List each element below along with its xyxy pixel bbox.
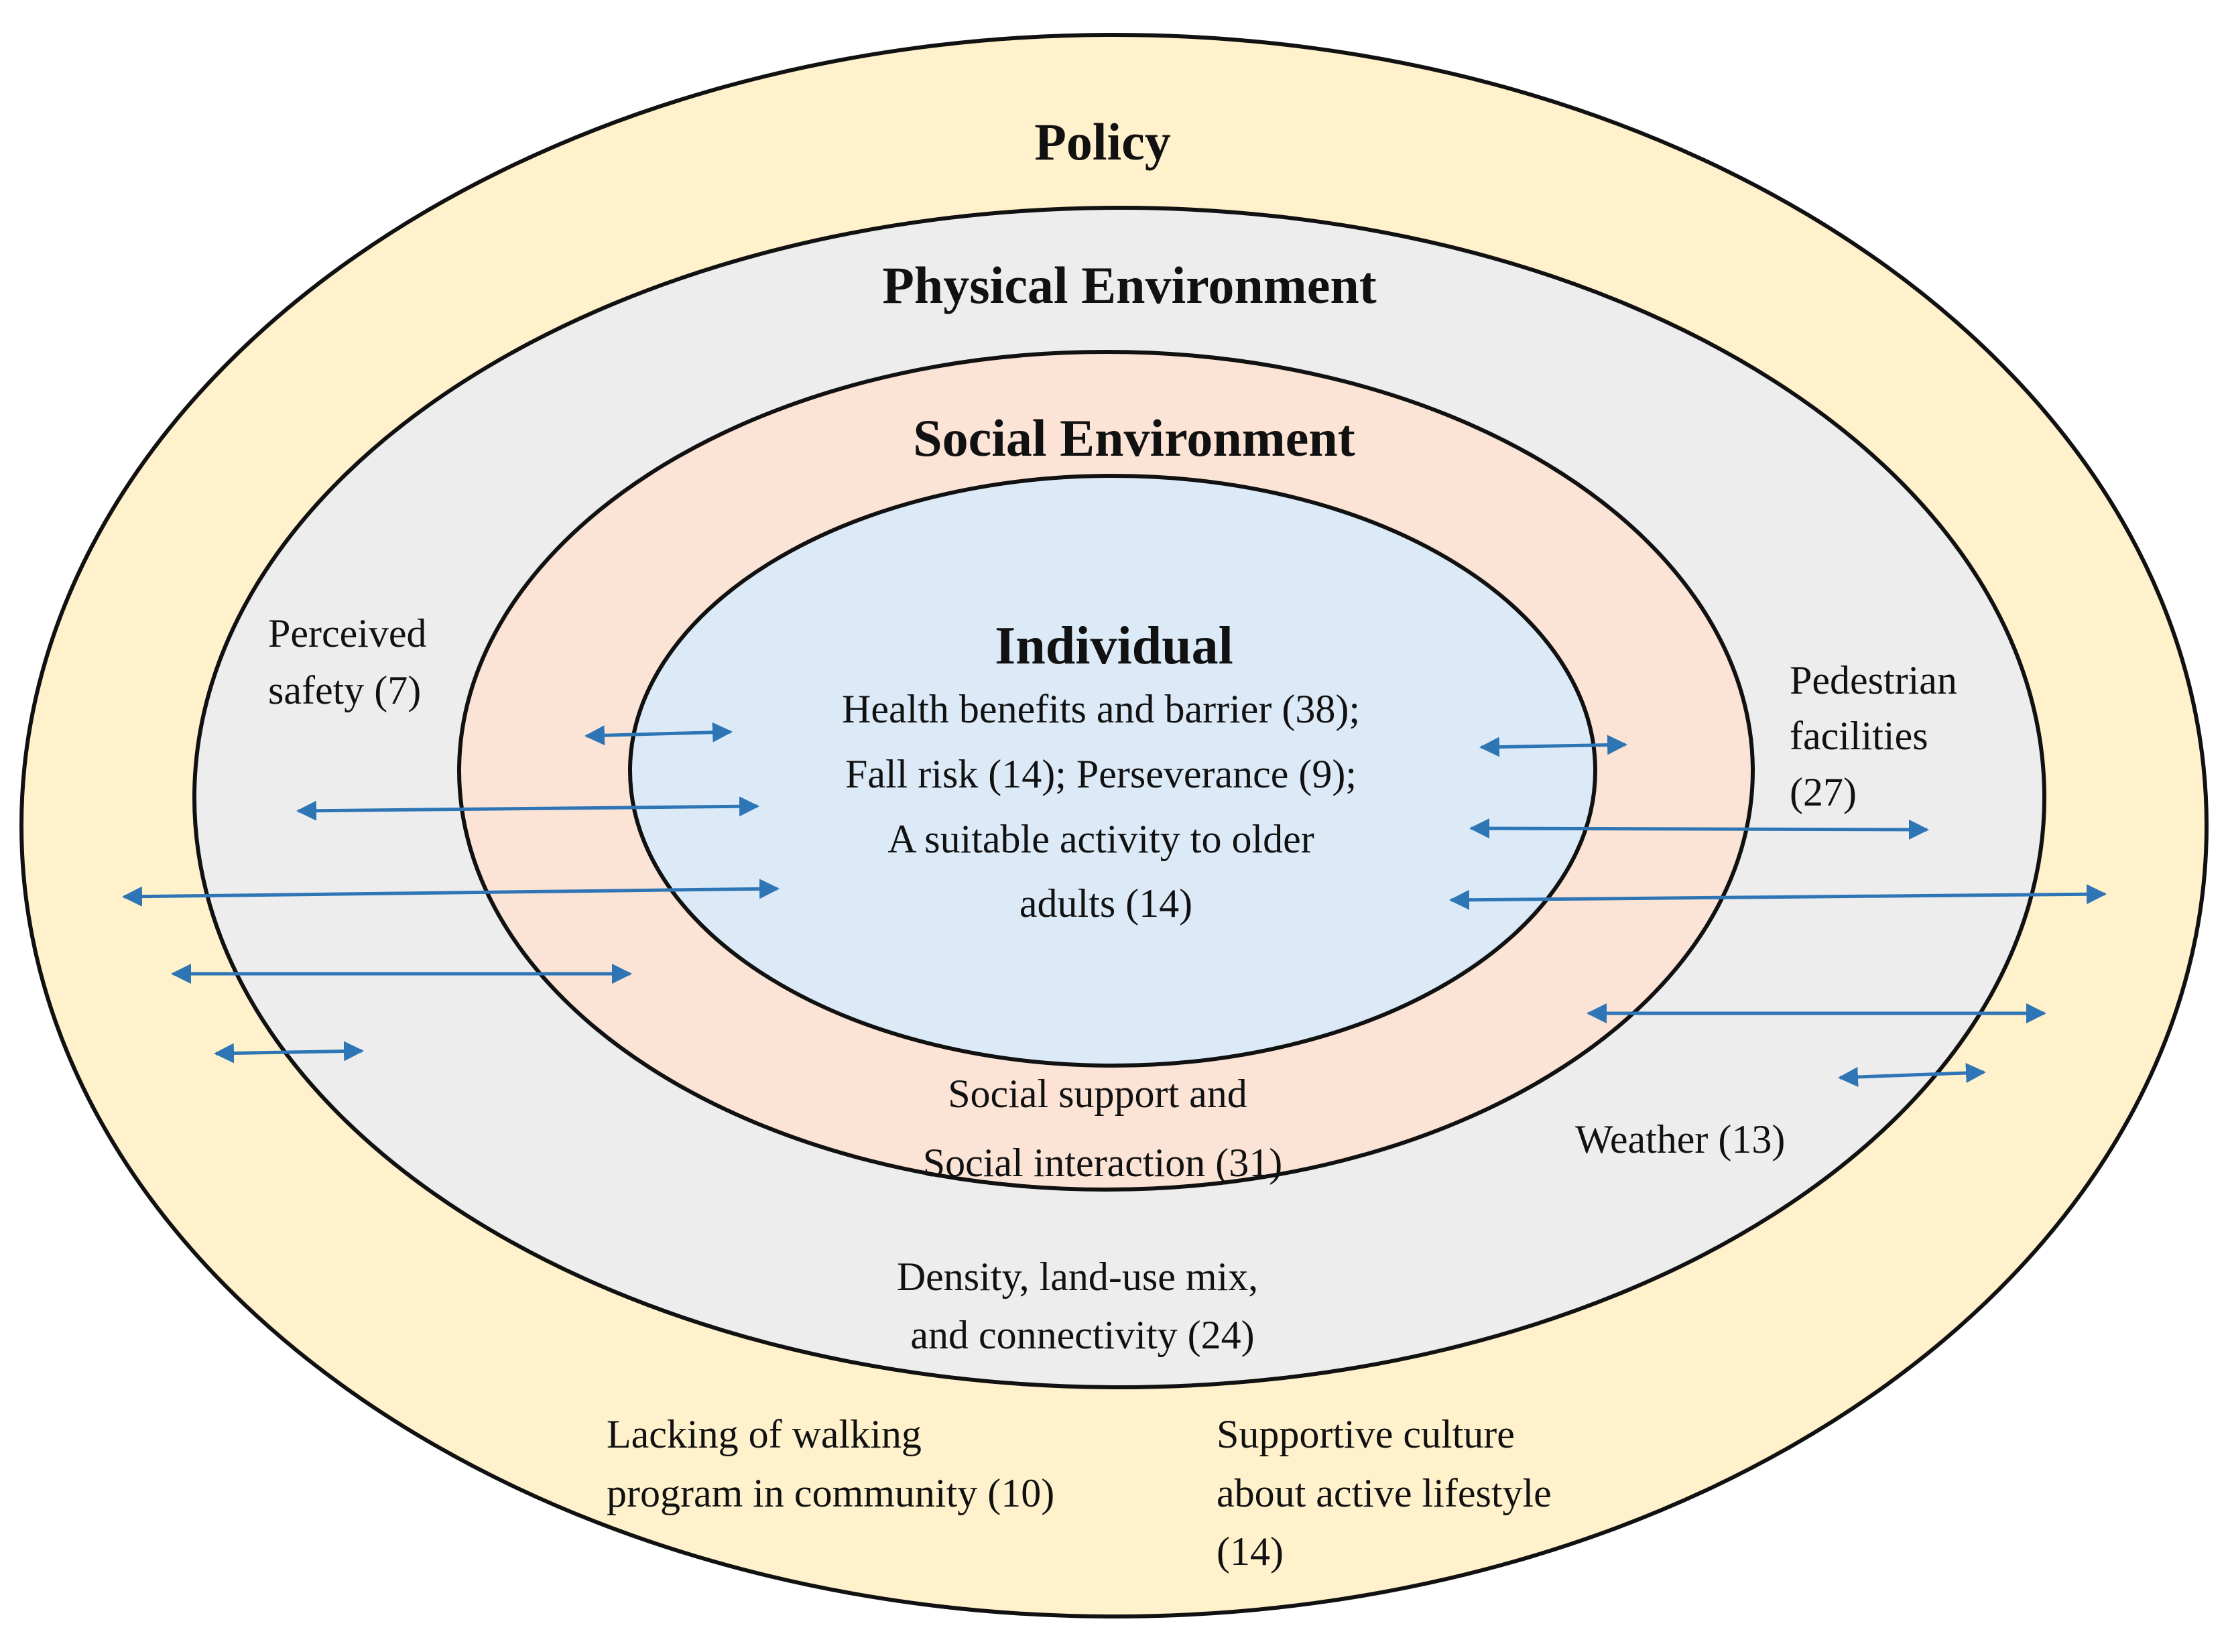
social-support-label: Social support and Social interaction (3… [923,1072,1282,1185]
label-line: (27) [1790,770,1857,814]
policy-title: Policy [1034,113,1171,171]
individual-factors-label: Health benefits and barrier (38); Fall r… [842,687,1370,926]
density-connectivity-label: Density, land-use mix, and connectivity … [897,1255,1268,1357]
double-arrow [214,1041,364,1064]
label-line: Weather (13) [1575,1117,1785,1161]
label-line: facilities [1790,714,1928,758]
label-line: Health benefits and barrier (38); [842,687,1360,731]
individual-title: Individual [995,617,1233,676]
weather-label: Weather (13) [1575,1117,1785,1161]
pedestrian-facilities-label: Pedestrian facilities (27) [1790,658,1967,814]
label-line: about active lifestyle [1217,1471,1552,1515]
double-arrow [1469,818,1929,840]
individual-layer [628,474,1597,1068]
label-line: Supportive culture [1217,1412,1515,1456]
walking-program-label: Lacking of walking program in community … [607,1412,1054,1515]
double-arrow [1449,884,2107,910]
social-environment-title: Social Environment [913,409,1355,467]
double-arrow [296,796,759,821]
label-line: Social interaction (31) [923,1141,1282,1185]
label-line: safety (7) [268,668,421,712]
label-line: Lacking of walking [607,1412,922,1456]
double-arrow [1479,735,1627,757]
label-line: Pedestrian [1790,658,1957,702]
label-line: adults (14) [1019,881,1192,926]
physical-environment-title: Physical Environment [882,256,1376,314]
label-line: Perceived [268,611,427,655]
perceived-safety-label: Perceived safety (7) [268,611,437,712]
interaction-arrows [122,722,2107,1087]
double-arrow [584,722,733,746]
label-line: Density, land-use mix, [897,1255,1258,1299]
double-arrow [122,879,780,907]
label-line: (14) [1217,1529,1284,1574]
double-arrow [1838,1063,1986,1087]
label-line: Social support and [948,1072,1247,1116]
label-line: and connectivity (24) [910,1313,1254,1357]
label-line: A suitable activity to older [887,817,1314,861]
label-line: Fall risk (14); Perseverance (9); [845,752,1357,796]
supportive-culture-label: Supportive culture about active lifestyl… [1217,1412,1562,1574]
label-line: program in community (10) [607,1471,1054,1515]
